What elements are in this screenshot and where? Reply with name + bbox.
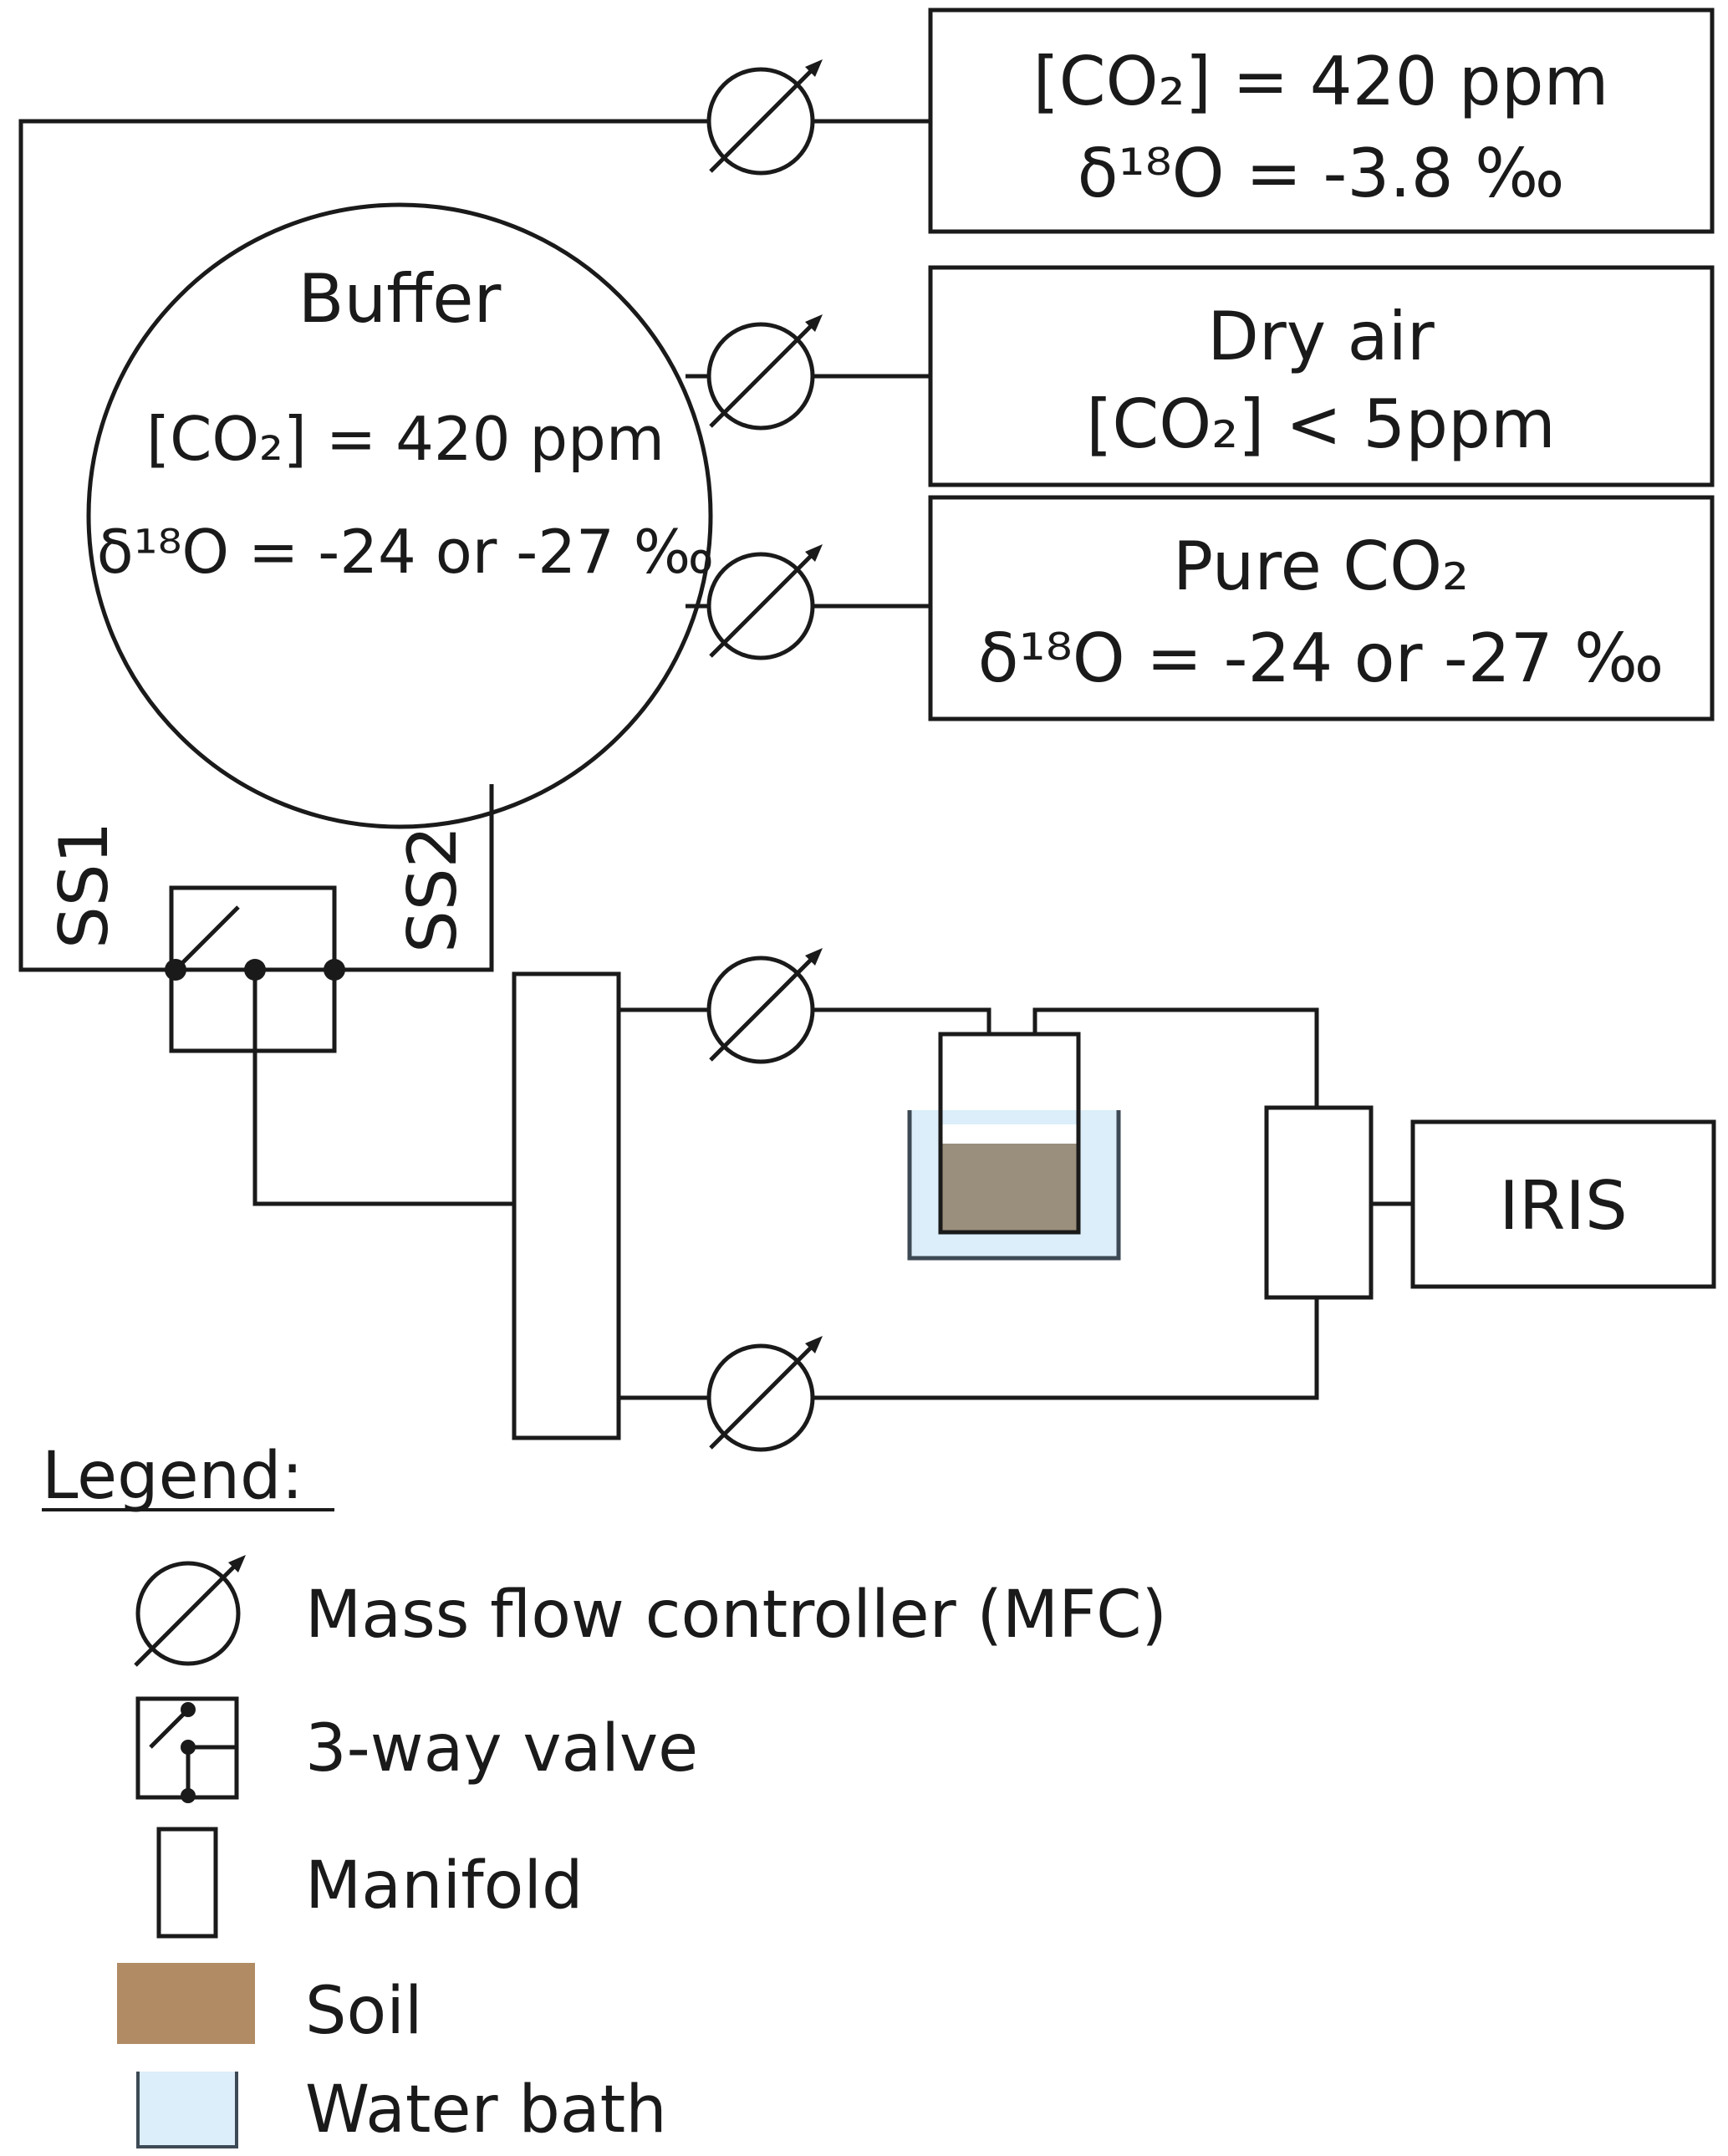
ss1-label: SS1 xyxy=(45,822,123,949)
pure-co2-source: Pure CO₂ δ¹⁸O = -24 or -27 ‰ xyxy=(928,495,1715,721)
dry-air-source: Dry air [CO₂] < 5ppm xyxy=(928,265,1715,487)
buffer-delta18o: δ¹⁸O = -24 or -27 ‰ xyxy=(97,517,715,587)
soil-swatch xyxy=(117,1963,255,2044)
mfc-dry-air xyxy=(706,314,823,431)
legend: Legend: Mass flow controller (MFC) 3-way… xyxy=(42,1439,1167,2148)
pure-co2-title: Pure CO₂ xyxy=(1173,528,1469,605)
soil-in-vessel xyxy=(942,1144,1077,1231)
legend-label-soil: Soil xyxy=(305,1974,423,2049)
iris-label: IRIS xyxy=(1499,1167,1628,1245)
dry-air-concentration: [CO₂] < 5ppm xyxy=(1086,385,1556,463)
pure-co2-delta18o: δ¹⁸O = -24 or -27 ‰ xyxy=(978,619,1664,697)
mfc-pure-co2 xyxy=(706,544,823,660)
ambient-delta18o: δ¹⁸O = -3.8 ‰ xyxy=(1078,135,1565,212)
legend-label-mfc: Mass flow controller (MFC) xyxy=(305,1577,1167,1653)
water-bath-edge xyxy=(907,1110,1121,1261)
water-bath-swatch xyxy=(136,2072,238,2148)
legend-label-valve: 3-way valve xyxy=(305,1711,698,1786)
mfc-icon xyxy=(134,1555,246,1667)
legend-label-manifold: Manifold xyxy=(305,1848,584,1924)
legend-label-water-bath: Water bath xyxy=(305,2072,667,2148)
valve-to-manifold-line xyxy=(252,970,514,1206)
iris-analyzer: IRIS xyxy=(1410,1119,1716,1289)
inlet-manifold xyxy=(512,971,621,1440)
dry-air-title: Dry air xyxy=(1207,298,1435,375)
ss1-line xyxy=(18,119,709,972)
buffer-title: Buffer xyxy=(298,260,502,338)
three-way-valve xyxy=(165,885,345,1053)
ambient-co2-concentration: [CO₂] = 420 ppm xyxy=(1033,43,1609,120)
ss2-label: SS2 xyxy=(394,826,472,953)
outlet-manifold xyxy=(1264,1105,1374,1300)
buffer-vessel: Buffer [CO₂] = 420 ppm δ¹⁸O = -24 or -27… xyxy=(86,202,715,829)
soil-vessel-in-water-bath xyxy=(907,1032,1121,1261)
upper-mfc-to-vessel-line xyxy=(813,1007,991,1034)
buffer-co2-concentration: [CO₂] = 420 ppm xyxy=(146,404,665,474)
vessel-to-iris-manifold-line xyxy=(1032,1007,1319,1108)
ss2-line xyxy=(334,784,494,972)
lower-mfc-bypass-line xyxy=(813,1297,1319,1400)
manifold-icon xyxy=(156,1827,218,1939)
mfc-ambient xyxy=(706,59,823,176)
mfc-vessel-inlet xyxy=(706,948,823,1064)
mfc-bypass xyxy=(706,1336,823,1452)
legend-title: Legend: xyxy=(42,1439,303,1514)
three-way-valve-icon xyxy=(135,1696,239,1803)
ambient-co2-source: [CO₂] = 420 ppm δ¹⁸O = -3.8 ‰ xyxy=(928,8,1715,234)
